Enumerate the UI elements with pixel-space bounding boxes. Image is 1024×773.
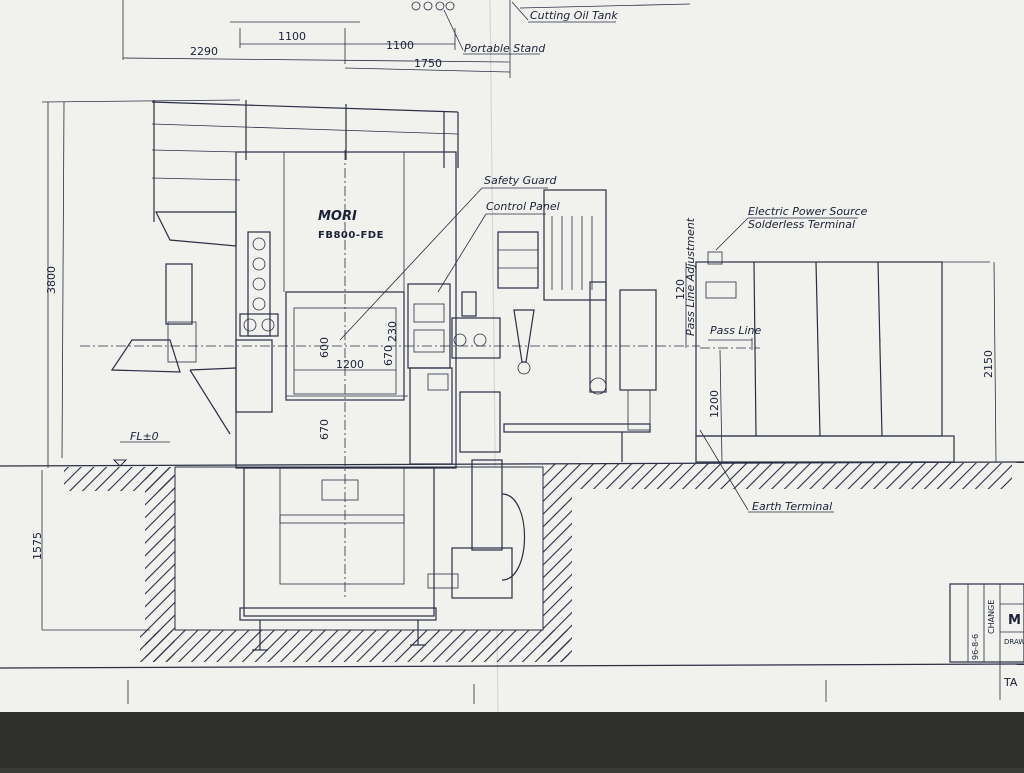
title-block-draw: DRAW [1004,638,1024,646]
dim-670-lower: 670 [318,419,331,440]
label-safety-guard: Safety Guard [484,174,557,187]
label-control-panel: Control Panel [486,200,560,213]
brand-name: MORI [318,209,357,224]
label-pass-line: Pass Line [710,324,761,337]
dim-1200-passline: 1200 [708,390,721,418]
left-dimension-lines [41,99,241,631]
dim-1750: 1750 [414,57,442,70]
dim-120: 120 [674,279,687,300]
label-cutting-oil-tank: Cutting Oil Tank [530,9,618,22]
pass-line-dims [685,262,834,513]
dim-1100-b: 1100 [386,39,414,52]
label-pass-line-adjustment: Pass Line Adjustment [684,217,697,336]
dim-1200-bolster: 1200 [336,358,364,371]
dim-670-upper: 670 [382,345,395,366]
title-block-partial: M [1008,613,1021,628]
title-block-ta: TA [1003,676,1018,689]
power-source-cabinet [695,251,997,463]
dim-230: 230 [386,321,399,342]
model-name: FB800-FDE [318,230,384,241]
label-floor-level: FL±0 [130,430,159,443]
dim-2150: 2150 [982,350,995,378]
dim-2290: 2290 [190,45,218,58]
title-block-change: CHANGE [987,600,996,634]
leveler-motors [497,189,657,462]
dim-1575: 1575 [31,532,44,560]
title-block-date: 96-8-6 [971,634,980,660]
dim-1100-a: 1100 [278,30,306,43]
control-panel [407,283,453,465]
dim-600: 600 [318,337,331,358]
plan-view-dimensions: 1100 1100 2290 1750 [122,0,691,78]
dim-3800: 3800 [45,266,58,294]
border-and-title-block [0,583,1024,704]
floor-level-marker [112,441,170,467]
oil-pump-unit [427,291,525,599]
label-portable-stand: Portable Stand [464,42,546,55]
label-electric-power-source: Electric Power Source [748,205,868,218]
table-surface [0,712,1024,768]
label-earth-terminal: Earth Terminal [752,500,832,513]
press-machine [80,100,700,651]
callout-leaders [339,187,858,341]
label-solderless-terminal: Solderless Terminal [748,218,855,231]
